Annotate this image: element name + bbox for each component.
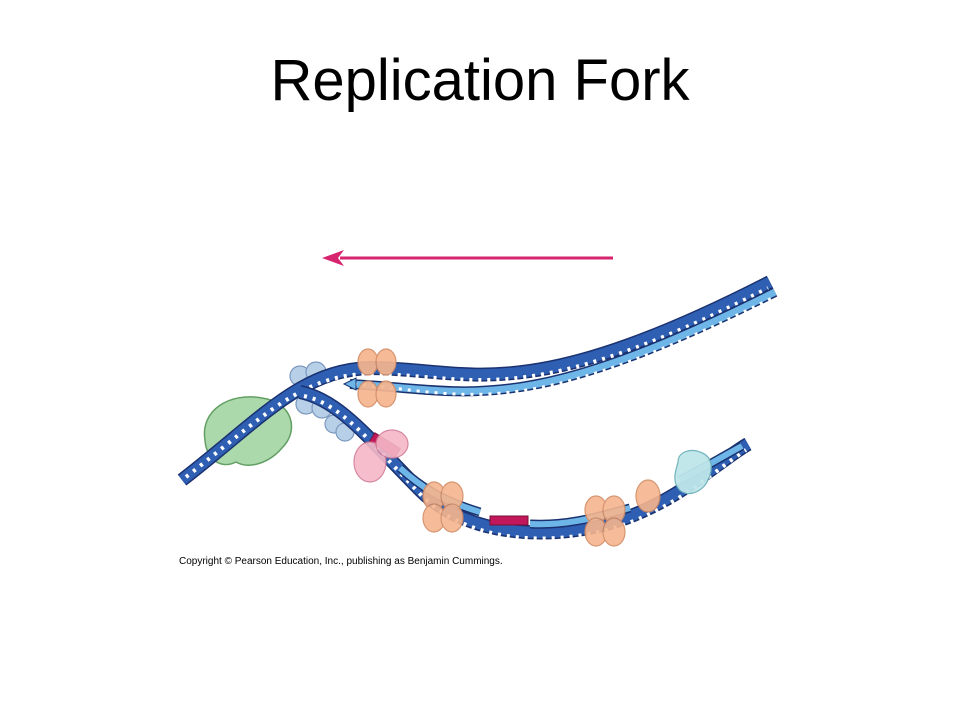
primase-protein	[353, 429, 409, 483]
leading-new-strand	[342, 287, 778, 397]
dna-polymerase-leading	[357, 348, 397, 408]
fork-direction-arrow	[322, 250, 613, 266]
slide-title: Replication Fork	[270, 48, 690, 113]
dna-polymerase-lagging	[422, 479, 661, 547]
copyright-notice: Copyright © Pearson Education, Inc., pub…	[179, 556, 503, 567]
dna-ligase-protein	[674, 449, 712, 495]
leading-template-strand	[177, 275, 774, 486]
